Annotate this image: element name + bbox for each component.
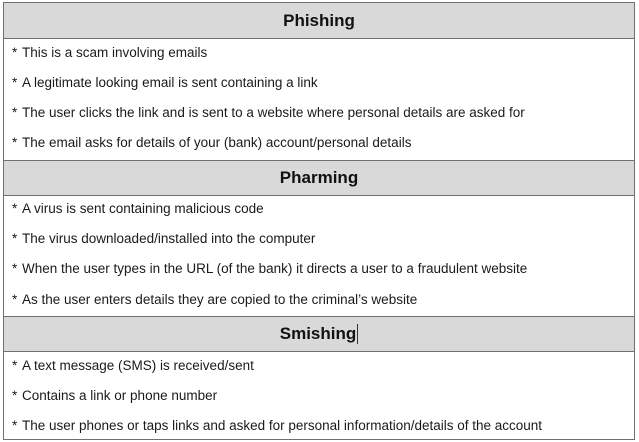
list-item: * The user clicks the link and is sent to… <box>12 103 525 123</box>
list-item: * When the user types in the URL (of the … <box>12 259 527 279</box>
list-item-text: The user clicks the link and is sent to … <box>22 105 525 120</box>
list-item-text: As the user enters details they are copi… <box>22 292 418 307</box>
list-item: * The virus downloaded/installed into the… <box>12 229 315 249</box>
list-item-text: The virus downloaded/installed into the … <box>22 231 316 246</box>
bullet-marker: * <box>12 292 18 307</box>
list-item-text: A legitimate looking email is sent conta… <box>22 75 318 90</box>
list-item: * The user phones or taps links and asked… <box>12 416 542 436</box>
section-title-pharming: Pharming <box>279 168 359 187</box>
list-item-text: The email asks for details of your (bank… <box>22 135 412 150</box>
section-header-smishing: Smishing <box>4 316 634 352</box>
list-item: * This is a scam involving emails <box>12 43 207 63</box>
section-title-smishing: Smishing <box>279 324 357 343</box>
bullet-marker: * <box>12 358 18 373</box>
section-title-phishing: Phishing <box>283 10 355 30</box>
list-item: * A virus is sent containing malicious co… <box>12 199 264 219</box>
bullet-marker: * <box>12 45 18 60</box>
list-item: * A legitimate looking email is sent cont… <box>12 73 318 93</box>
bullet-marker: * <box>12 105 18 120</box>
text-cursor <box>357 324 359 344</box>
section-header-pharming: Pharming <box>4 160 634 196</box>
bullet-marker: * <box>12 388 18 403</box>
list-item-text: A text message (SMS) is received/sent <box>22 358 254 373</box>
list-item: * Contains a link or phone number <box>12 386 217 406</box>
bullet-marker: * <box>12 231 18 246</box>
list-item-text: This is a scam involving emails <box>22 45 208 60</box>
list-item: * The email asks for details of your (ban… <box>12 133 411 153</box>
bullet-marker: * <box>12 75 18 90</box>
bullet-marker: * <box>12 135 18 150</box>
section-header-phishing: Phishing <box>4 3 634 39</box>
list-item-text: When the user types in the URL (of the b… <box>22 261 528 276</box>
list-item: * A text message (SMS) is received/sent <box>12 356 254 376</box>
bullet-marker: * <box>12 261 18 276</box>
list-item-text: A virus is sent containing malicious cod… <box>22 201 264 216</box>
list-item: * As the user enters details they are cop… <box>12 290 417 310</box>
list-item-text: Contains a link or phone number <box>22 388 218 403</box>
document-table: Phishing * This is a scam involving email… <box>3 2 635 440</box>
list-item-text: The user phones or taps links and asked … <box>22 418 543 433</box>
bullet-marker: * <box>12 201 18 216</box>
bullet-marker: * <box>12 418 18 433</box>
